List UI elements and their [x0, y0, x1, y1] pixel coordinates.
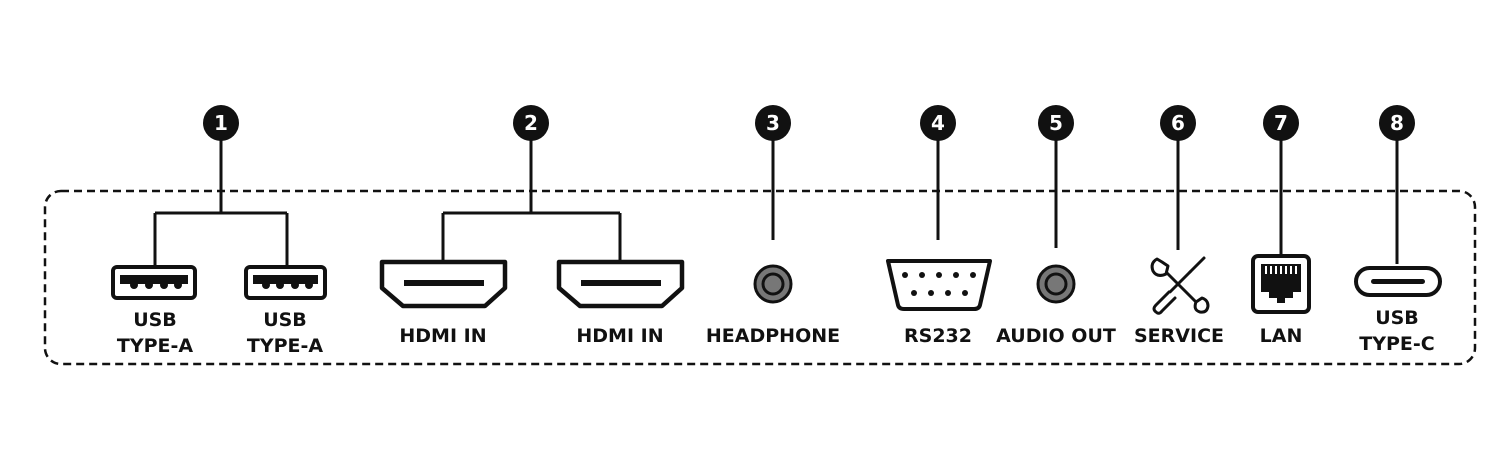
audio-jack-icon — [1036, 264, 1076, 304]
port-label: RS232 — [904, 325, 972, 347]
usb-type-a-icon — [111, 265, 197, 300]
callout-badge-5: 5 — [1038, 105, 1074, 141]
port-label: SERVICE — [1134, 325, 1224, 347]
leader-lines — [153, 138, 1399, 266]
callout-number: 7 — [1274, 111, 1288, 135]
callout-number: 2 — [524, 111, 538, 135]
callout-badge-4: 4 — [920, 105, 956, 141]
connector-panel-outline — [43, 189, 1477, 366]
callout-number: 3 — [766, 111, 780, 135]
callout-number: 5 — [1049, 111, 1063, 135]
port-label: USB — [263, 309, 307, 331]
port-label: LAN — [1260, 325, 1303, 347]
port-label: TYPE-A — [117, 335, 194, 357]
port-label: HEADPHONE — [706, 325, 840, 347]
port-label: TYPE-A — [247, 335, 324, 357]
hdmi-icon — [556, 259, 685, 309]
service-tools-icon — [1150, 256, 1210, 315]
callout-number: 1 — [214, 111, 228, 135]
usb-type-c-icon — [1354, 266, 1442, 297]
callout-badge-3: 3 — [755, 105, 791, 141]
lan-port-icon — [1251, 254, 1311, 314]
callout-badge-2: 2 — [513, 105, 549, 141]
headphone-jack-icon — [753, 264, 793, 304]
port-label: TYPE-C — [1359, 333, 1434, 355]
port-label: HDMI IN — [576, 325, 663, 347]
usb-type-a-icon — [244, 265, 327, 300]
port-label: HDMI IN — [399, 325, 486, 347]
callout-number: 8 — [1390, 111, 1404, 135]
callout-badge-8: 8 — [1379, 105, 1415, 141]
port-label: AUDIO OUT — [996, 325, 1116, 347]
port-labels: USB TYPE-A USB TYPE-A HDMI IN HDMI IN HE… — [117, 307, 1435, 357]
callout-badge-7: 7 — [1263, 105, 1299, 141]
callout-number: 6 — [1171, 111, 1185, 135]
rs232-icon — [886, 259, 992, 311]
callout-badge-1: 1 — [203, 105, 239, 141]
port-label: USB — [133, 309, 177, 331]
hdmi-icon — [379, 259, 508, 309]
callout-badge-6: 6 — [1160, 105, 1196, 141]
port-label: USB — [1375, 307, 1419, 329]
callout-number: 4 — [931, 111, 945, 135]
